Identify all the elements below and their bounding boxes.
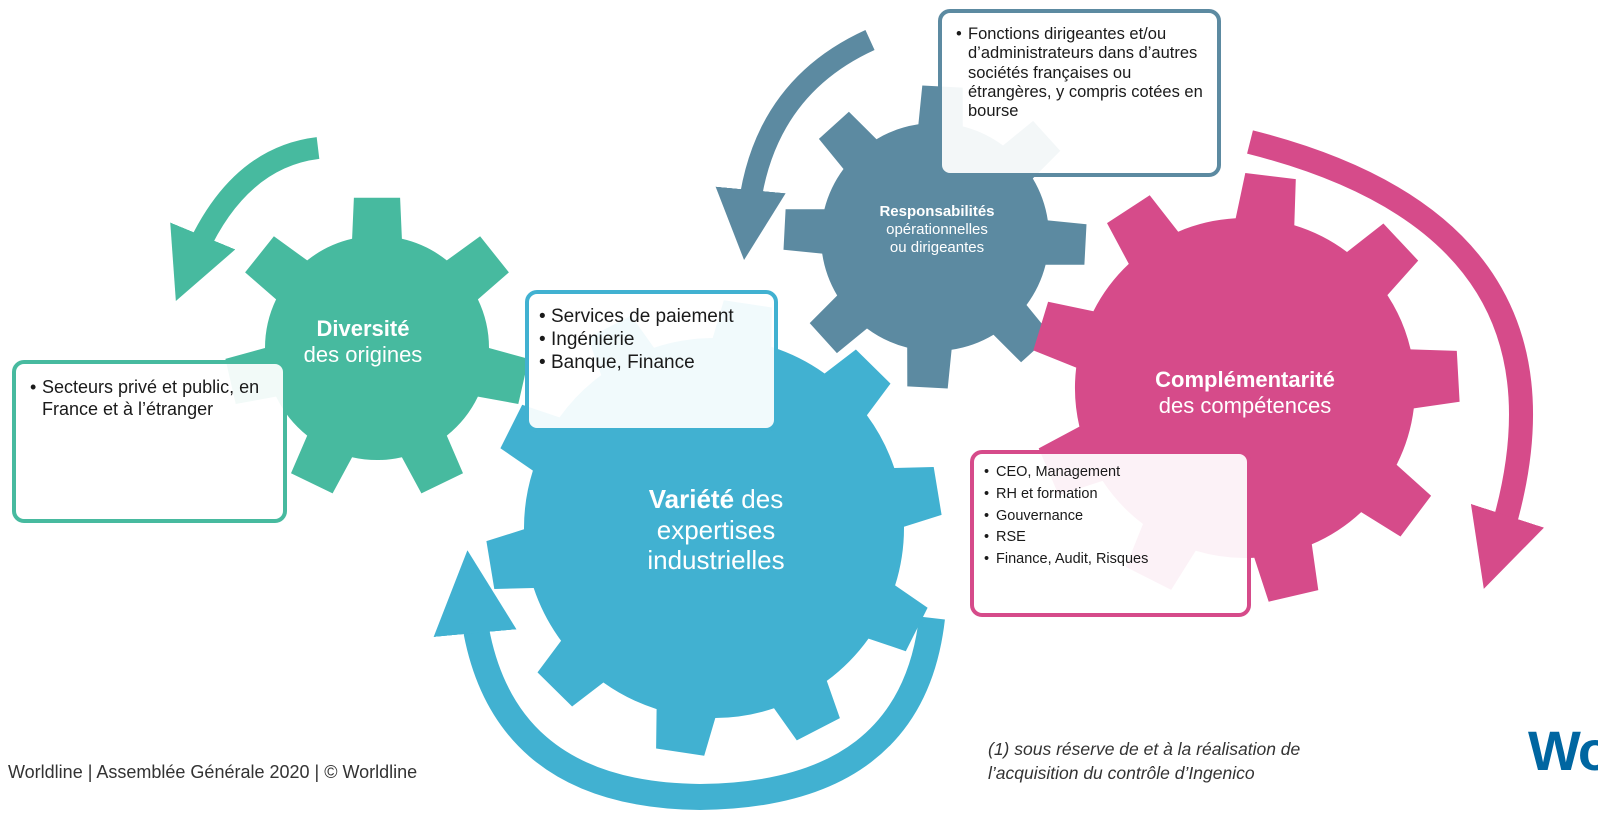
callout-box-fonctions: Fonctions dirigeantes et/ou d’administra… bbox=[938, 9, 1221, 177]
bullet-item: CEO, Management bbox=[984, 462, 1237, 484]
gear-diversite bbox=[225, 197, 529, 494]
worldline-logo: Wo bbox=[1528, 719, 1598, 782]
callout-box-services: Services de paiement Ingénierie Banque, … bbox=[525, 290, 778, 432]
gear-line: industrielles bbox=[647, 545, 785, 576]
bullet-item: Services de paiement bbox=[539, 306, 764, 329]
callout-box-competences: CEO, Management RH et formation Gouverna… bbox=[970, 450, 1251, 617]
bullet-item: Banque, Finance bbox=[539, 352, 764, 375]
gear-title: Diversité bbox=[316, 316, 410, 341]
callout-box-secteurs: Secteurs privé et public, en France et à… bbox=[12, 360, 287, 523]
bullet-item: Fonctions dirigeantes et/ou d’administra… bbox=[956, 25, 1207, 121]
footnote: (1) sous réserve de et à la réalisation … bbox=[988, 737, 1300, 785]
footnote-line: l’acquisition du contrôle d’Ingenico bbox=[988, 763, 1255, 784]
gear-subtitle: des origines bbox=[303, 342, 423, 368]
gear-label-complementarite: Complémentarité des compétences bbox=[1120, 367, 1370, 420]
gear-line: ou dirigeantes bbox=[889, 239, 985, 256]
gear-title: Variété bbox=[648, 484, 735, 514]
bullet-list: Fonctions dirigeantes et/ou d’administra… bbox=[956, 25, 1207, 121]
footer-text: Worldline | Assemblée Générale 2020 | © … bbox=[8, 762, 418, 782]
bullet-item: RSE bbox=[984, 527, 1237, 549]
gear-label-variete: Variété des expertises industrielles bbox=[606, 484, 826, 576]
footnote-line: (1) sous réserve de et à la réalisation … bbox=[988, 739, 1301, 759]
bullet-item: Finance, Audit, Risques bbox=[984, 549, 1237, 571]
gear-line: opérationnelles bbox=[886, 221, 988, 238]
blue-cycle-arrow bbox=[433, 550, 945, 811]
bullet-item: Gouvernance bbox=[984, 506, 1237, 528]
gear-label-diversite: Diversité des origines bbox=[288, 316, 438, 369]
green-cycle-arrow bbox=[170, 137, 320, 302]
bullet-list: CEO, Management RH et formation Gouverna… bbox=[984, 462, 1237, 571]
slate-cycle-arrow bbox=[715, 29, 875, 261]
bullet-item: RH et formation bbox=[984, 484, 1237, 506]
gear-title: Complémentarité bbox=[1155, 367, 1335, 392]
gear-subtitle: des compétences bbox=[1158, 393, 1332, 419]
bullet-list: Services de paiement Ingénierie Banque, … bbox=[539, 306, 764, 374]
pink-cycle-arrow bbox=[1247, 130, 1544, 589]
gear-line: expertises bbox=[656, 514, 776, 545]
bullet-item: Secteurs privé et public, en France et à… bbox=[30, 377, 273, 421]
gear-title: Responsabilités bbox=[879, 203, 995, 220]
bullet-item: Ingénierie bbox=[539, 329, 764, 352]
gear-label-responsabilites: Responsabilités opérationnelles ou dirig… bbox=[852, 203, 1022, 257]
gear-title-rest: des bbox=[734, 484, 784, 514]
bullet-list: Secteurs privé et public, en France et à… bbox=[30, 377, 273, 421]
